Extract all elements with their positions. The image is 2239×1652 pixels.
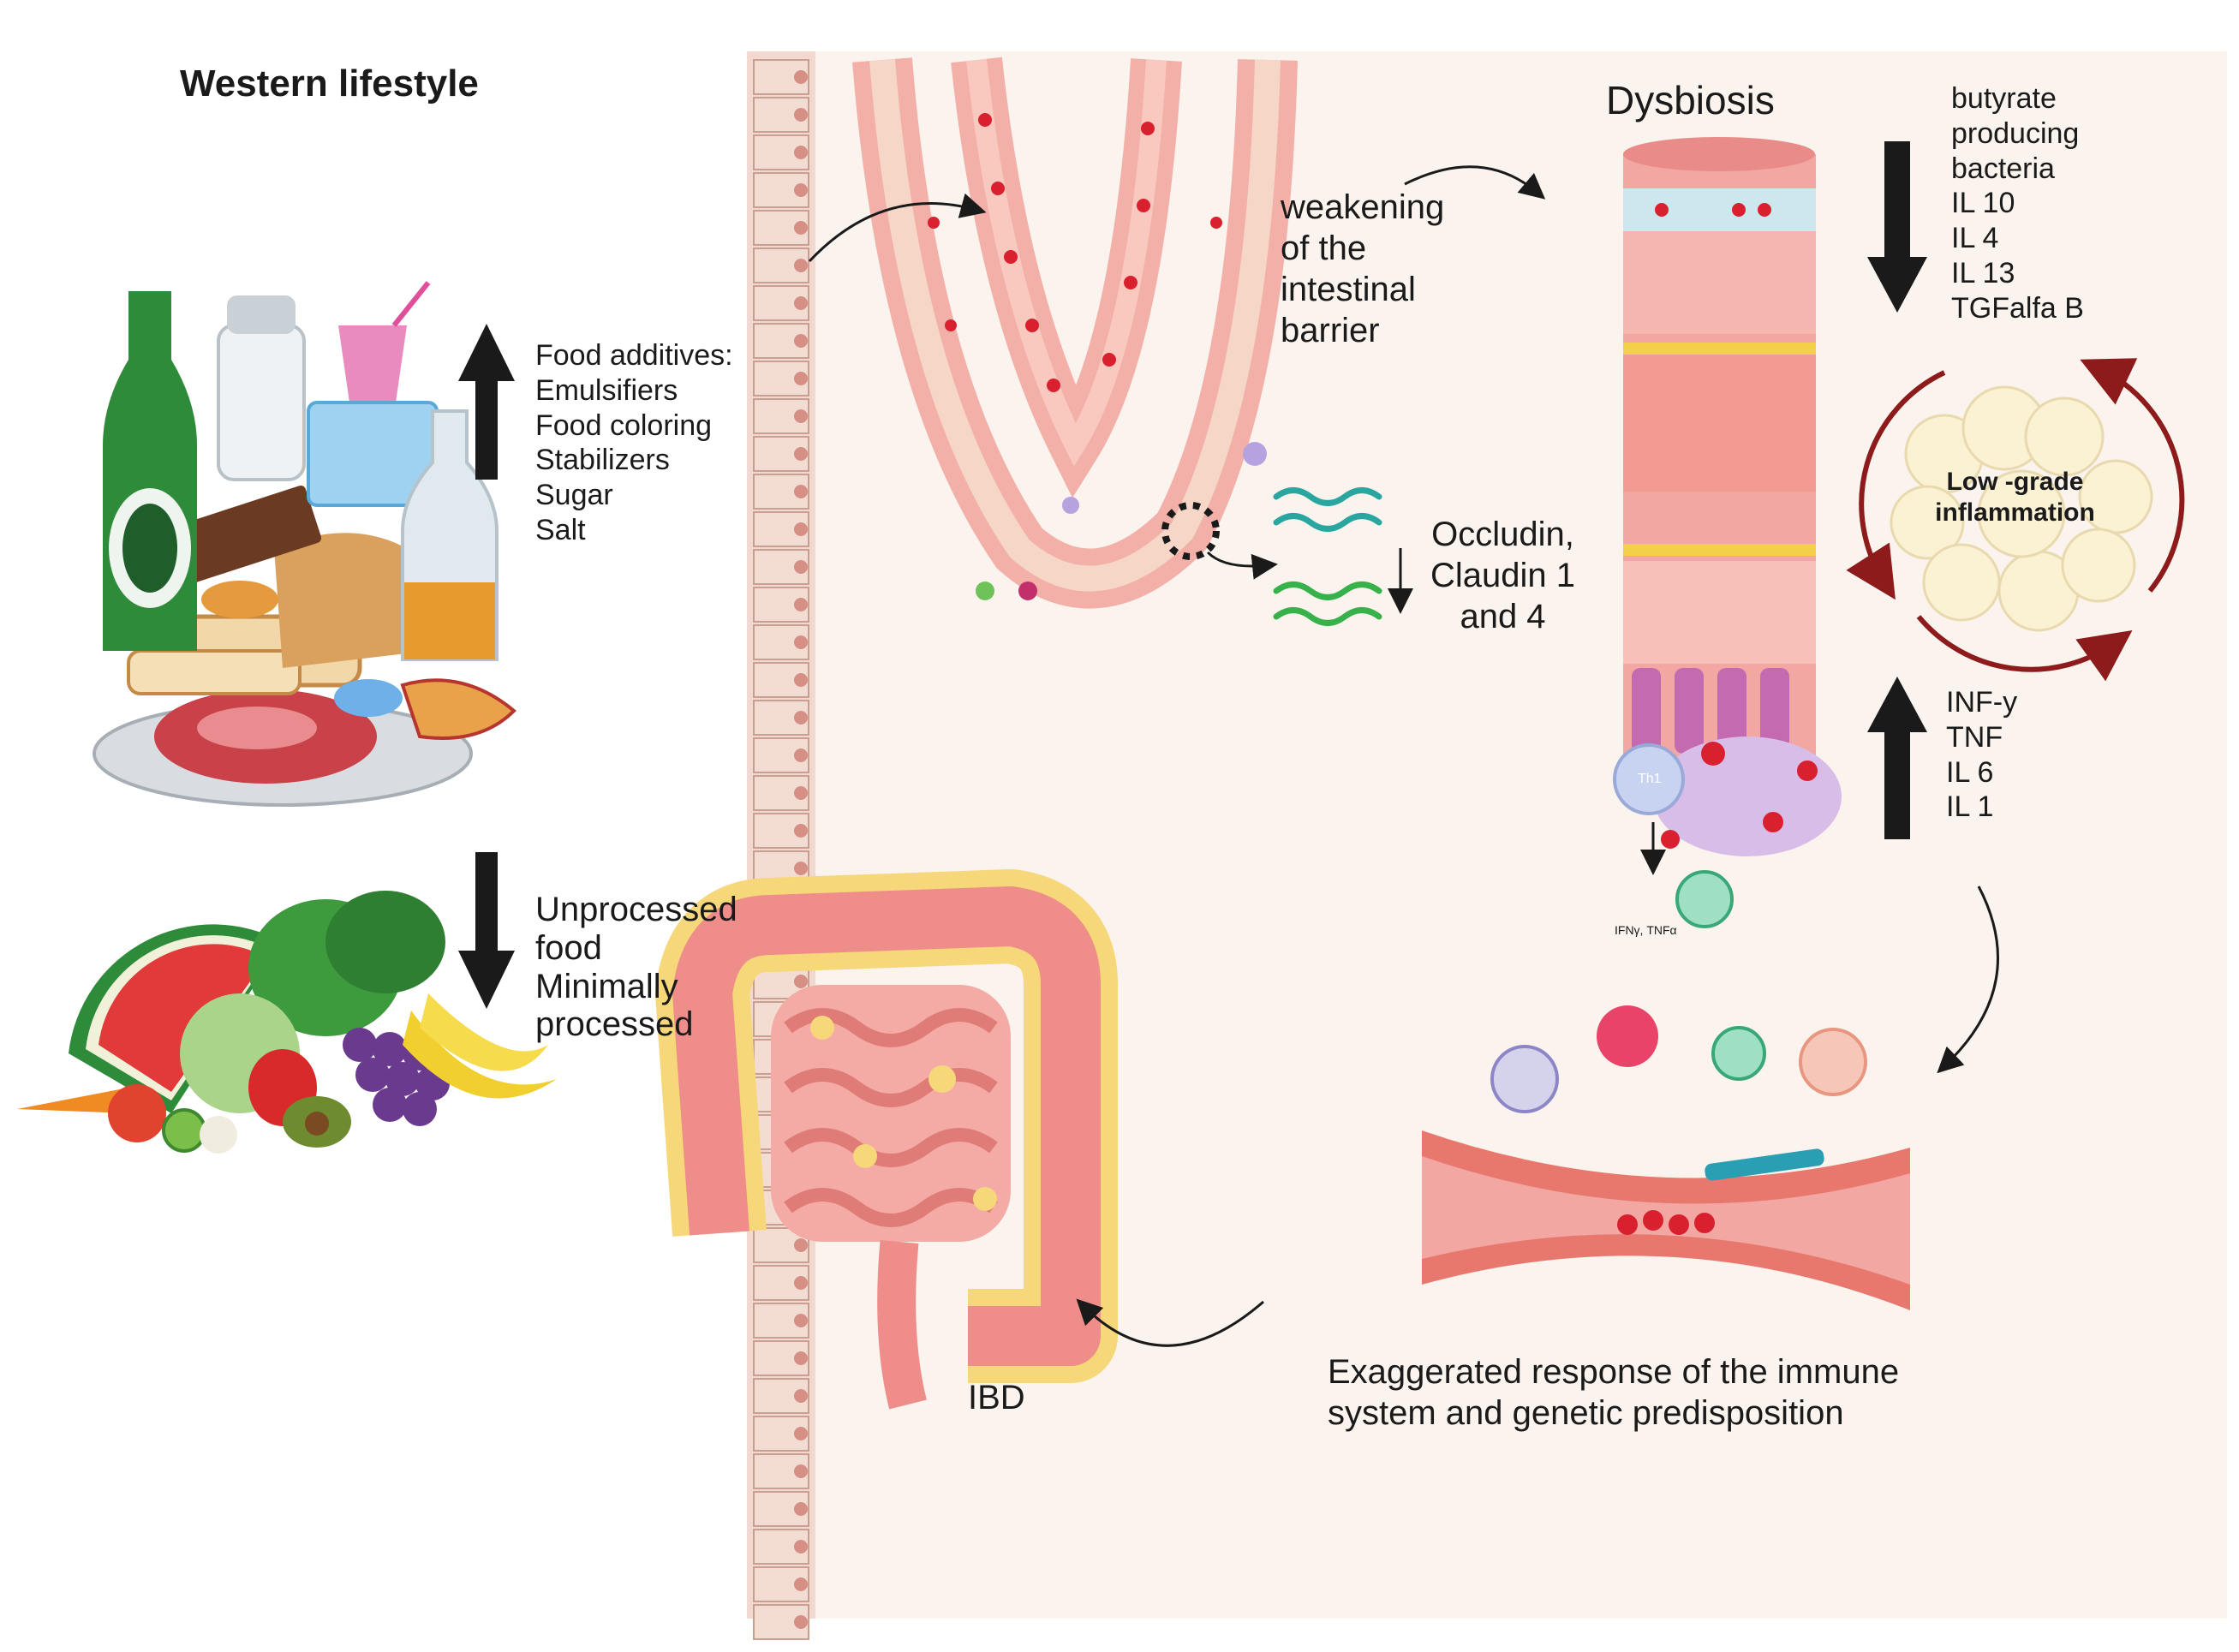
inflamed-gut-illustration bbox=[1422, 1005, 1910, 1310]
ibd-colon-illustration bbox=[655, 869, 1118, 1410]
decreased-factors-list: butyrate producing bacteria IL 10 IL 4 I… bbox=[1951, 82, 2084, 325]
decrease-arrow-unprocessed bbox=[458, 852, 515, 1009]
wall-cells bbox=[753, 59, 809, 1640]
immune-response-label: Exaggerated response of the immune syste… bbox=[1328, 1353, 1900, 1432]
ifn-tnf-small-label: IFNγ, TNFα bbox=[1615, 923, 1677, 937]
inflammation-cycle-arrows bbox=[1846, 358, 2185, 682]
page-title: Western lifestyle bbox=[180, 63, 479, 104]
decrease-arrow-cytokines bbox=[1867, 141, 1927, 313]
barrier-weakening-label: weakening of the intestinal barrier bbox=[1281, 188, 1445, 349]
unprocessed-food-illustration bbox=[17, 891, 557, 1154]
colon-tissue-column bbox=[1613, 137, 1842, 928]
process-arrows bbox=[808, 165, 1999, 1347]
intestinal-villus-illustration bbox=[852, 57, 1298, 609]
unprocessed-food-list: Unprocessed food Minimally processed bbox=[535, 891, 737, 1044]
tight-junction-label: Occludin, Claudin 1 and 4 bbox=[1430, 516, 1576, 635]
ibd-label: IBD bbox=[968, 1379, 1025, 1416]
increased-cytokines-list: INF-y TNF IL 6 IL 1 bbox=[1946, 686, 2018, 824]
increase-arrow-cytokines bbox=[1867, 677, 1927, 839]
th1-cell-label: Th1 bbox=[1638, 772, 1662, 786]
dysbiosis-label: Dysbiosis bbox=[1606, 78, 1775, 122]
inflammation-cells bbox=[1890, 385, 2153, 632]
food-additives-list: Food additives: Emulsifiers Food colorin… bbox=[535, 339, 733, 546]
increase-arrow-additives bbox=[458, 324, 515, 480]
low-grade-inflammation-label: Low -grade inflammation bbox=[1935, 468, 2095, 527]
western-food-illustration bbox=[93, 281, 516, 807]
tight-junction-proteins bbox=[1273, 487, 1382, 626]
